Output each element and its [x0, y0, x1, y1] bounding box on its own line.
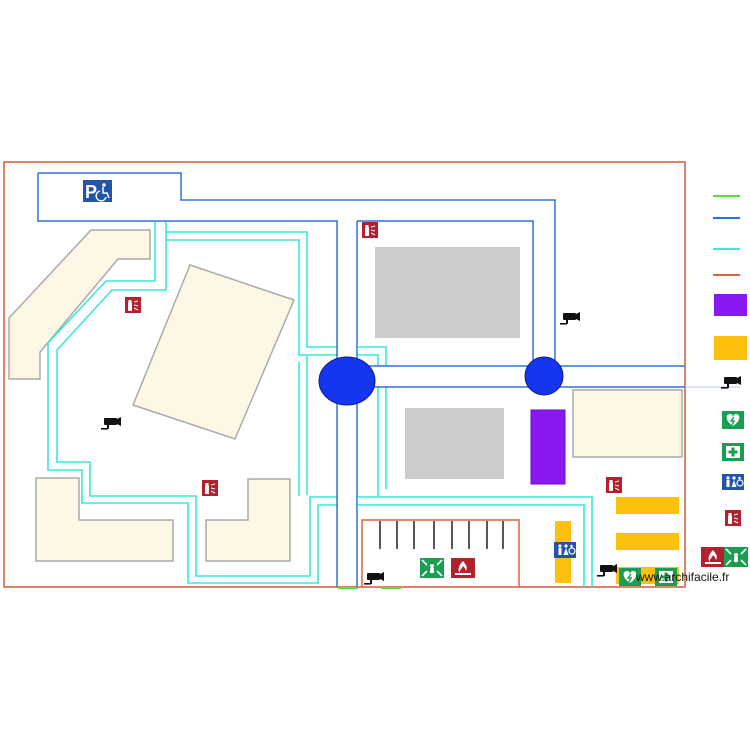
building-diagonal-west: [8, 229, 151, 380]
fire-extinguisher-icon: [605, 476, 623, 494]
legend-fire-hazard-icon: [701, 547, 725, 567]
parking-area: [361, 519, 520, 587]
toilets-icon: [553, 541, 577, 559]
security-camera-icon: [101, 417, 121, 430]
security-camera-icon: [560, 312, 580, 325]
fire-extinguisher-icon: [361, 221, 379, 239]
legend-purple-area: [714, 294, 747, 316]
fire-hazard-icon: [451, 558, 475, 578]
roundabout-west: [318, 356, 376, 406]
fire-extinguisher-icon: [201, 479, 219, 497]
security-camera-icon: [597, 564, 617, 577]
legend-first-aid-icon: [722, 443, 744, 461]
purple-area: [530, 409, 566, 485]
building-main: [132, 264, 296, 440]
legend: [701, 195, 749, 568]
svg-text:P: P: [85, 182, 97, 202]
legend-toilets-icon: [721, 473, 745, 491]
assembly-point-icon: [419, 557, 445, 579]
fire-extinguisher-icon: [124, 296, 142, 314]
yellow-area-1: [616, 497, 679, 514]
building-l-southwest: [35, 477, 174, 562]
security-camera-icon: [364, 572, 384, 585]
legend-assembly-point-icon: [723, 546, 749, 568]
parking-stalls: [379, 521, 504, 549]
legend-fire-extinguisher-icon: [724, 509, 742, 527]
legend-defibrillator-icon: [721, 410, 745, 430]
accessible-parking-icon: P: [83, 180, 112, 202]
roundabout-east: [524, 356, 564, 396]
gray-block-north: [375, 247, 520, 338]
legend-yellow-area: [714, 336, 747, 360]
yellow-area-2: [616, 533, 679, 550]
building-l-south: [205, 478, 291, 562]
building-east: [572, 389, 683, 458]
watermark: www.archifacile.fr: [636, 570, 730, 584]
gray-block-south: [405, 408, 504, 479]
walkway-network: [47, 222, 593, 587]
